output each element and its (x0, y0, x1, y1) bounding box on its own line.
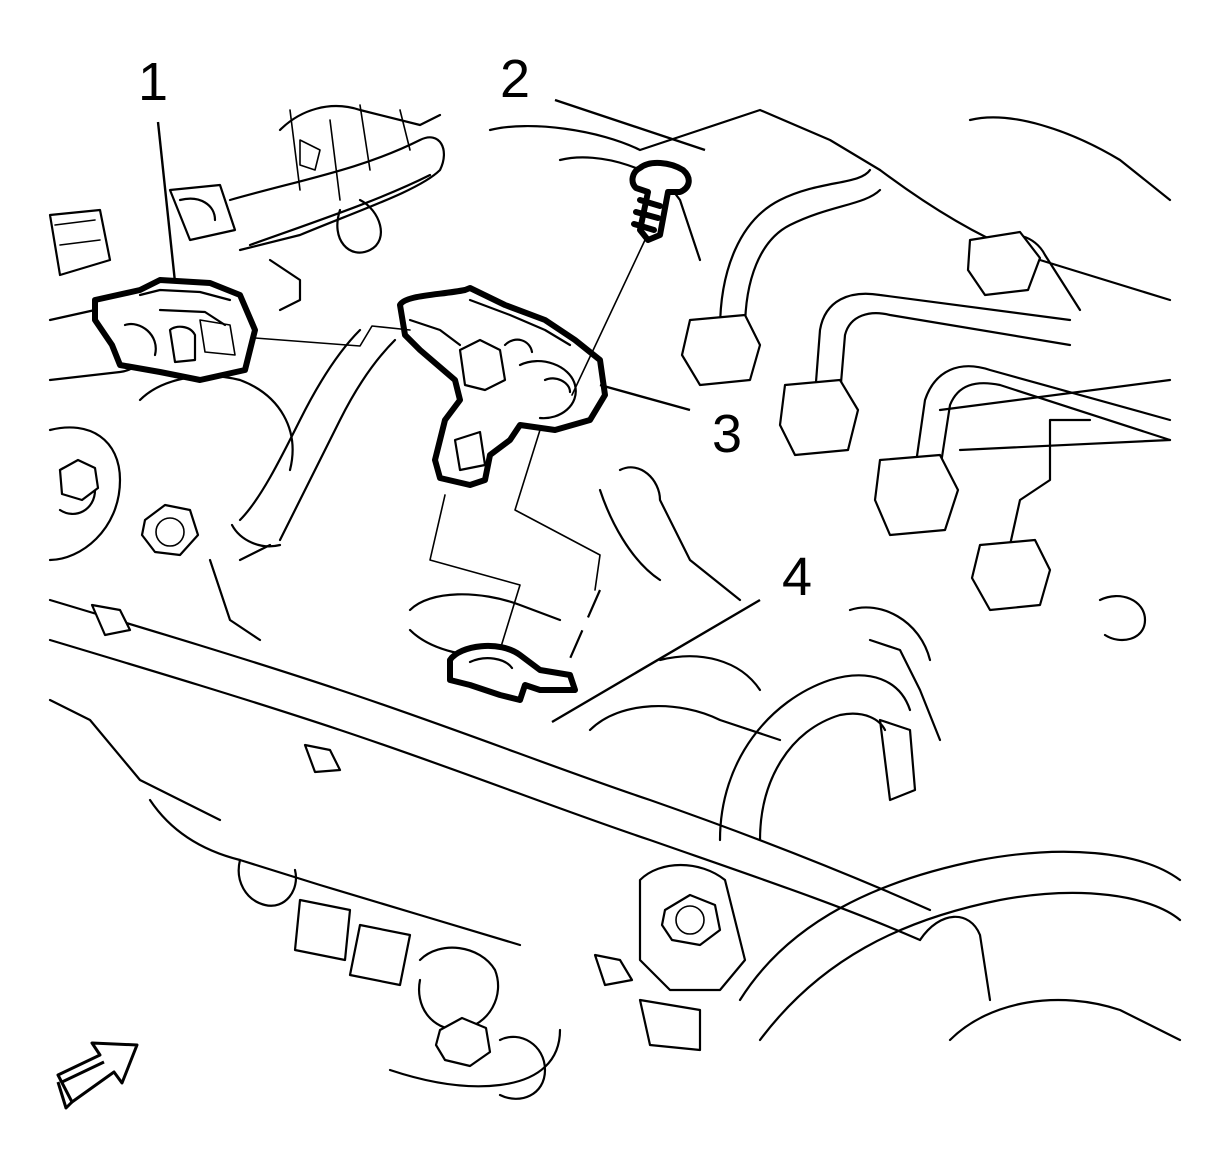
mount-part (447, 642, 578, 703)
alignment-line (254, 325, 411, 347)
engine-background (48, 104, 1182, 1100)
bolt-axis-line (571, 239, 646, 396)
sensor-part (397, 285, 608, 488)
fuel-pipe (778, 292, 1072, 457)
callout-label-1: 1 (138, 52, 168, 112)
sensor-alignment-line (429, 494, 521, 651)
callout-label-2: 2 (500, 49, 530, 109)
fuel-pipe (680, 168, 882, 387)
clip-icon (593, 953, 634, 987)
callout-leaders (156, 98, 761, 724)
bolt-icon (140, 503, 200, 557)
arrow-up-right-icon (56, 1041, 139, 1110)
clip-icon (303, 743, 342, 774)
fuel-pipe (966, 230, 1147, 642)
connector-part (92, 277, 258, 383)
fuel-pipe (873, 365, 1172, 537)
callout-label-3: 3 (712, 404, 742, 464)
callout-label-4: 4 (782, 547, 812, 607)
bolt-icon (58, 458, 100, 502)
bolt-part (629, 160, 692, 243)
bolt-icon (434, 1016, 492, 1068)
clip-icon (90, 603, 132, 637)
bolt-icon (660, 893, 722, 947)
